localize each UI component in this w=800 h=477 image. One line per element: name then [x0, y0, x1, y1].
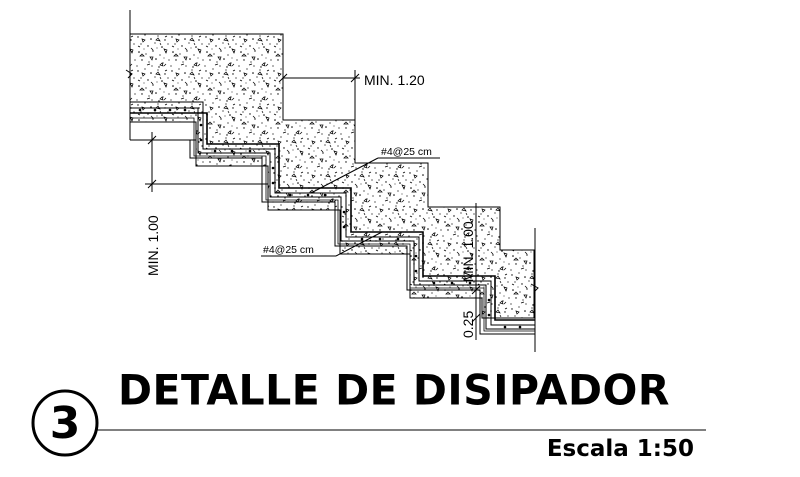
drawing-scale: Escala 1:50	[546, 436, 694, 462]
dimension-left-label: MIN. 1.00	[145, 215, 161, 276]
rebar-line-4	[130, 117, 535, 332]
rebar-line-1	[130, 101, 535, 326]
rebar-dots	[138, 108, 522, 329]
dimension-right-label: MIN. 1.00	[460, 221, 476, 282]
rebar-callout-upper	[310, 157, 440, 194]
rebar-callout-lower	[261, 231, 383, 257]
stair-outline	[130, 139, 535, 335]
dimension-top	[278, 70, 360, 120]
left-break-mark	[125, 69, 133, 79]
rebar-line-3	[130, 112, 535, 321]
right-break-mark	[530, 283, 539, 293]
drawing-title: DETALLE DE DISIPADOR	[118, 365, 670, 415]
detail-number: 3	[49, 397, 81, 449]
concrete-steps	[129, 33, 535, 319]
dimension-top-label: MIN. 1.20	[364, 72, 425, 88]
rebar-label-upper: #4@25 cm	[381, 146, 432, 158]
dimension-left	[145, 132, 268, 192]
dimension-right	[471, 203, 481, 340]
rebar-line-2	[130, 107, 535, 330]
dimension-thickness-label: 0.25	[460, 311, 476, 338]
detail-number-circle	[31, 389, 99, 457]
rebar-label-lower: #4@25 cm	[263, 244, 314, 256]
